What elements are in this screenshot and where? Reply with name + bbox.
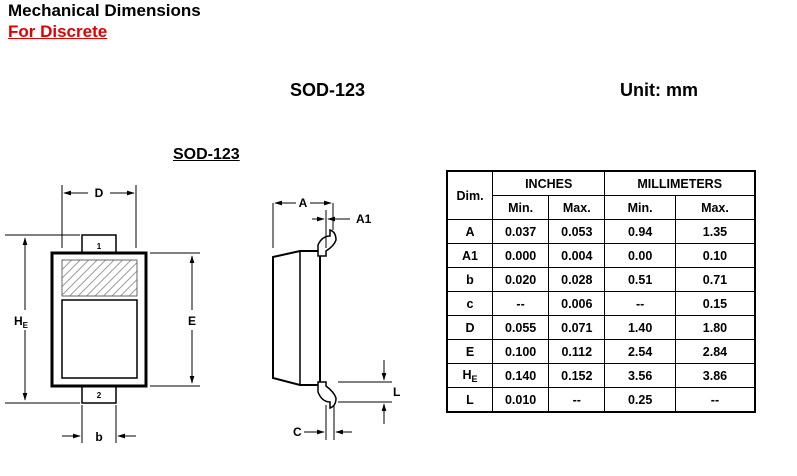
value-cell-mm-min: 0.25: [604, 387, 676, 413]
value-cell-in-min: 0.055: [491, 315, 550, 340]
value-cell-in-min: 0.010: [491, 387, 550, 413]
inches-max-header: Max.: [548, 195, 606, 220]
value-cell-mm-max: --: [674, 387, 756, 413]
b-label: b: [95, 430, 102, 444]
value-cell-in-max: 0.071: [548, 315, 606, 340]
value-cell-mm-max: 0.15: [674, 291, 756, 316]
cathode-band: [61, 259, 138, 297]
value-cell-in-min: 0.140: [491, 363, 550, 388]
dim-cell: L: [446, 387, 493, 413]
package-heading: SOD-123: [290, 80, 366, 100]
he-label: HE: [14, 314, 29, 330]
dim-cell: D: [446, 315, 493, 340]
value-cell-mm-min: 0.00: [604, 243, 676, 268]
value-cell-in-min: 0.100: [491, 339, 550, 364]
inches-header: INCHES: [491, 170, 606, 196]
value-cell-mm-max: 1.35: [674, 219, 756, 244]
value-cell-in-max: 0.006: [548, 291, 606, 316]
mm-min-header: Min.: [604, 195, 676, 220]
value-cell-mm-max: 2.84: [674, 339, 756, 364]
value-cell-in-min: 0.037: [491, 219, 550, 244]
value-cell-mm-min: 0.94: [604, 219, 676, 244]
value-cell-in-min: 0.020: [491, 267, 550, 292]
value-cell-mm-min: 3.56: [604, 363, 676, 388]
dim-cell: c: [446, 291, 493, 316]
value-cell-in-max: 0.004: [548, 243, 606, 268]
mm-max-header: Max.: [674, 195, 756, 220]
unit-heading: Unit: mm: [620, 80, 698, 100]
table-row: c--0.006--0.15: [446, 291, 756, 316]
dim-cell: b: [446, 267, 493, 292]
value-cell-in-min: --: [491, 291, 550, 316]
a-label: A: [299, 196, 308, 210]
value-cell-mm-min: --: [604, 291, 676, 316]
value-cell-mm-min: 1.40: [604, 315, 676, 340]
drawing-title: SOD-123: [173, 146, 240, 163]
pin2-label: 2: [97, 391, 102, 400]
l-label: L: [393, 385, 400, 399]
value-cell-in-max: 0.112: [548, 339, 606, 364]
pin1-label: 1: [97, 242, 102, 251]
top-view: 1 2: [50, 234, 148, 404]
value-cell-mm-min: 0.51: [604, 267, 676, 292]
e-label: E: [188, 314, 196, 328]
for-discrete-link[interactable]: For Discrete: [8, 22, 108, 41]
dim-cell: HE: [446, 363, 493, 388]
value-cell-in-max: 0.053: [548, 219, 606, 244]
dimensions-table: Dim. INCHES MILLIMETERS Min. Max. Min. M…: [446, 170, 756, 413]
dim-cell: A: [446, 219, 493, 244]
page-title: Mechanical Dimensions: [8, 1, 201, 20]
d-label: D: [95, 186, 104, 200]
value-cell-mm-max: 0.10: [674, 243, 756, 268]
package-drawing: 1 2 D HE E b A A1: [5, 185, 400, 444]
value-cell-in-max: 0.152: [548, 363, 606, 388]
dim-cell: A1: [446, 243, 493, 268]
c-label: C: [293, 425, 302, 439]
dim-header: Dim.: [446, 170, 493, 220]
value-cell-in-min: 0.000: [491, 243, 550, 268]
a1-label: A1: [356, 212, 372, 226]
millimeters-header: MILLIMETERS: [604, 170, 756, 196]
value-cell-in-max: --: [548, 387, 606, 413]
value-cell-mm-max: 0.71: [674, 267, 756, 292]
value-cell-mm-min: 2.54: [604, 339, 676, 364]
dim-cell: E: [446, 339, 493, 364]
inches-min-header: Min.: [491, 195, 550, 220]
value-cell-mm-max: 3.86: [674, 363, 756, 388]
side-view: [272, 228, 337, 410]
value-cell-in-max: 0.028: [548, 267, 606, 292]
value-cell-mm-max: 1.80: [674, 315, 756, 340]
